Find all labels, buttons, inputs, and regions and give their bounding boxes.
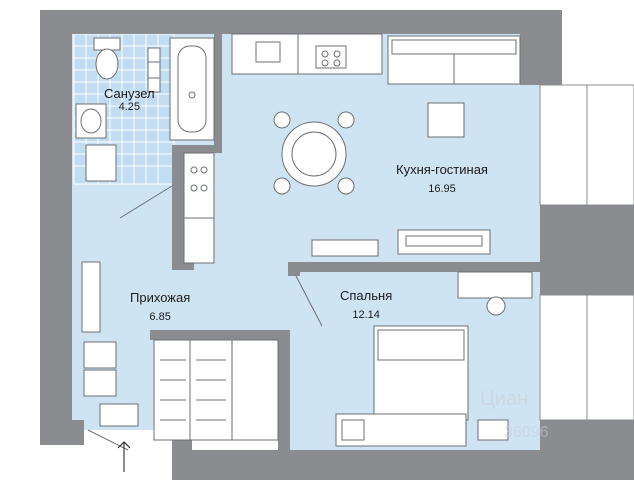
bedroom-wardrobe: [335, 413, 509, 447]
watermark-logo: Циан: [480, 388, 529, 410]
windows: [539, 84, 634, 421]
bed-icon: [373, 325, 469, 421]
room-label-hallway: Прихожая 6.85: [130, 290, 190, 323]
room-label-kitchen-living: Кухня-гостиная 16.95: [396, 162, 488, 195]
kitchen-counter-side: [183, 152, 215, 264]
sofa-icon: [387, 35, 521, 85]
coffee-table-icon: [427, 102, 465, 138]
watermark-number: 36096: [504, 424, 549, 441]
room-area: 12.14: [352, 309, 380, 321]
walls: [40, 10, 634, 480]
room-name: Прихожая: [130, 290, 191, 305]
tv-unit-icon: [311, 229, 491, 257]
dining-table-icon: [273, 111, 355, 195]
door-swings: [87, 185, 323, 451]
entry-furniture: [81, 261, 139, 427]
room-area: 4.25: [118, 101, 141, 113]
desk-icon: [457, 271, 533, 316]
entrance-arrow-icon: [117, 441, 131, 472]
kitchen-counter: [231, 33, 383, 75]
bathtub-icon: [169, 37, 215, 141]
room-area: 6.85: [149, 311, 171, 323]
room-name: Санузел: [104, 86, 155, 101]
shelf-icon: [147, 47, 161, 93]
washer-icon: [85, 144, 117, 182]
room-area: 16.95: [428, 183, 456, 195]
room-name: Спальня: [340, 288, 393, 303]
room-label-bedroom: Спальня 12.14: [340, 288, 392, 321]
toilet-icon: [93, 37, 121, 80]
room-name: Кухня-гостиная: [396, 162, 488, 177]
sink-icon: [75, 103, 107, 139]
hallway-wardrobe: [153, 339, 279, 441]
room-label-bathroom: Санузел 4.25: [104, 86, 155, 113]
